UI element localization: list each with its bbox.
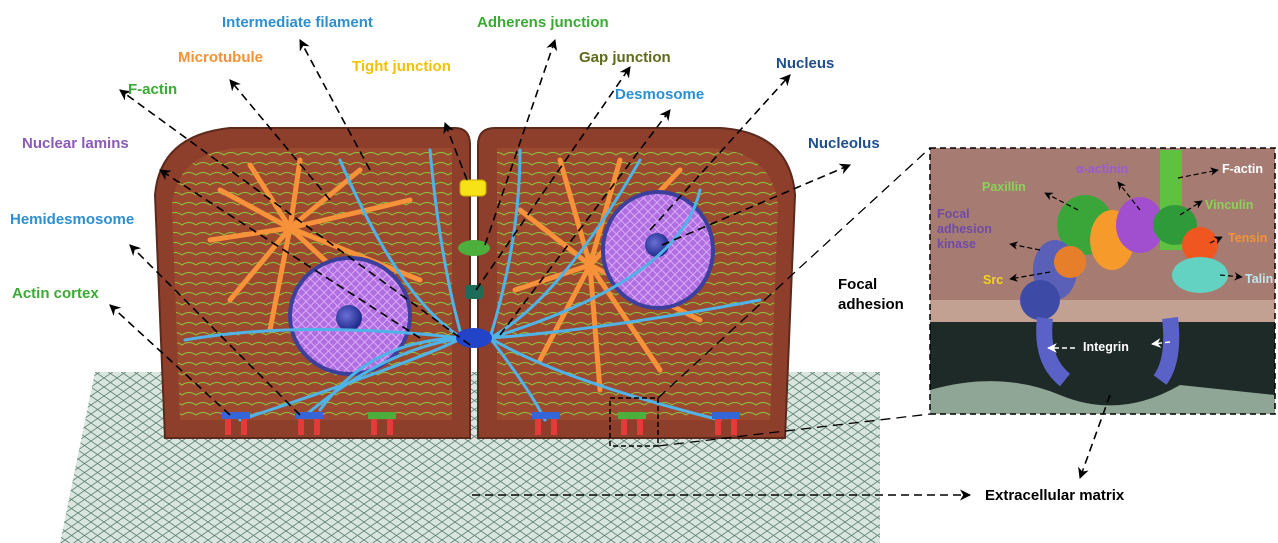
zoom-label-vinculin: Vinculin bbox=[1205, 198, 1253, 212]
label-gap-junction: Gap junction bbox=[579, 49, 671, 67]
zoom-label-fak-line1: Focal bbox=[937, 207, 992, 222]
tight-junction bbox=[460, 180, 486, 196]
zoom-label-paxillin: Paxillin bbox=[982, 180, 1026, 194]
label-nucleus: Nucleus bbox=[776, 55, 834, 73]
left-cell bbox=[155, 128, 470, 438]
right-cell bbox=[478, 128, 795, 438]
label-actin-cortex: Actin cortex bbox=[12, 285, 99, 303]
zoom-label-talin: Talin bbox=[1245, 272, 1273, 286]
gap-junction bbox=[465, 285, 483, 299]
label-intermediate-filament: Intermediate filament bbox=[222, 14, 373, 32]
label-nuclear-lamins: Nuclear lamins bbox=[22, 135, 129, 153]
label-focal-adhesion: Focal adhesion bbox=[838, 275, 918, 315]
zoom-label-fak-line3: kinase bbox=[937, 237, 992, 252]
zoom-label-tensin: Tensin bbox=[1228, 231, 1267, 245]
zoom-label-fak-line2: adhesion bbox=[937, 222, 992, 237]
zoom-label-alpha-actinin: α-actinin bbox=[1076, 162, 1128, 176]
nucleolus-right bbox=[645, 233, 669, 257]
zoom-label-fak: Focal adhesion kinase bbox=[937, 207, 992, 252]
focal-adhesion-text: Focal adhesion bbox=[838, 276, 904, 313]
label-desmosome: Desmosome bbox=[615, 86, 704, 104]
label-f-actin: F-actin bbox=[128, 81, 177, 99]
label-extracellular-matrix: Extracellular matrix bbox=[985, 487, 1124, 505]
desmosome bbox=[456, 328, 492, 348]
label-microtubule: Microtubule bbox=[178, 49, 263, 67]
label-nucleolus: Nucleolus bbox=[808, 135, 880, 153]
nucleolus-left bbox=[336, 305, 362, 331]
label-tight-junction: Tight junction bbox=[352, 58, 451, 76]
zoom-label-src: Src bbox=[983, 273, 1003, 287]
zoom-label-f-actin: F-actin bbox=[1222, 162, 1263, 176]
label-hemidesmosome: Hemidesmosome bbox=[10, 211, 134, 229]
zoom-label-integrin: Integrin bbox=[1083, 340, 1129, 354]
label-adherens-junction: Adherens junction bbox=[477, 14, 609, 32]
